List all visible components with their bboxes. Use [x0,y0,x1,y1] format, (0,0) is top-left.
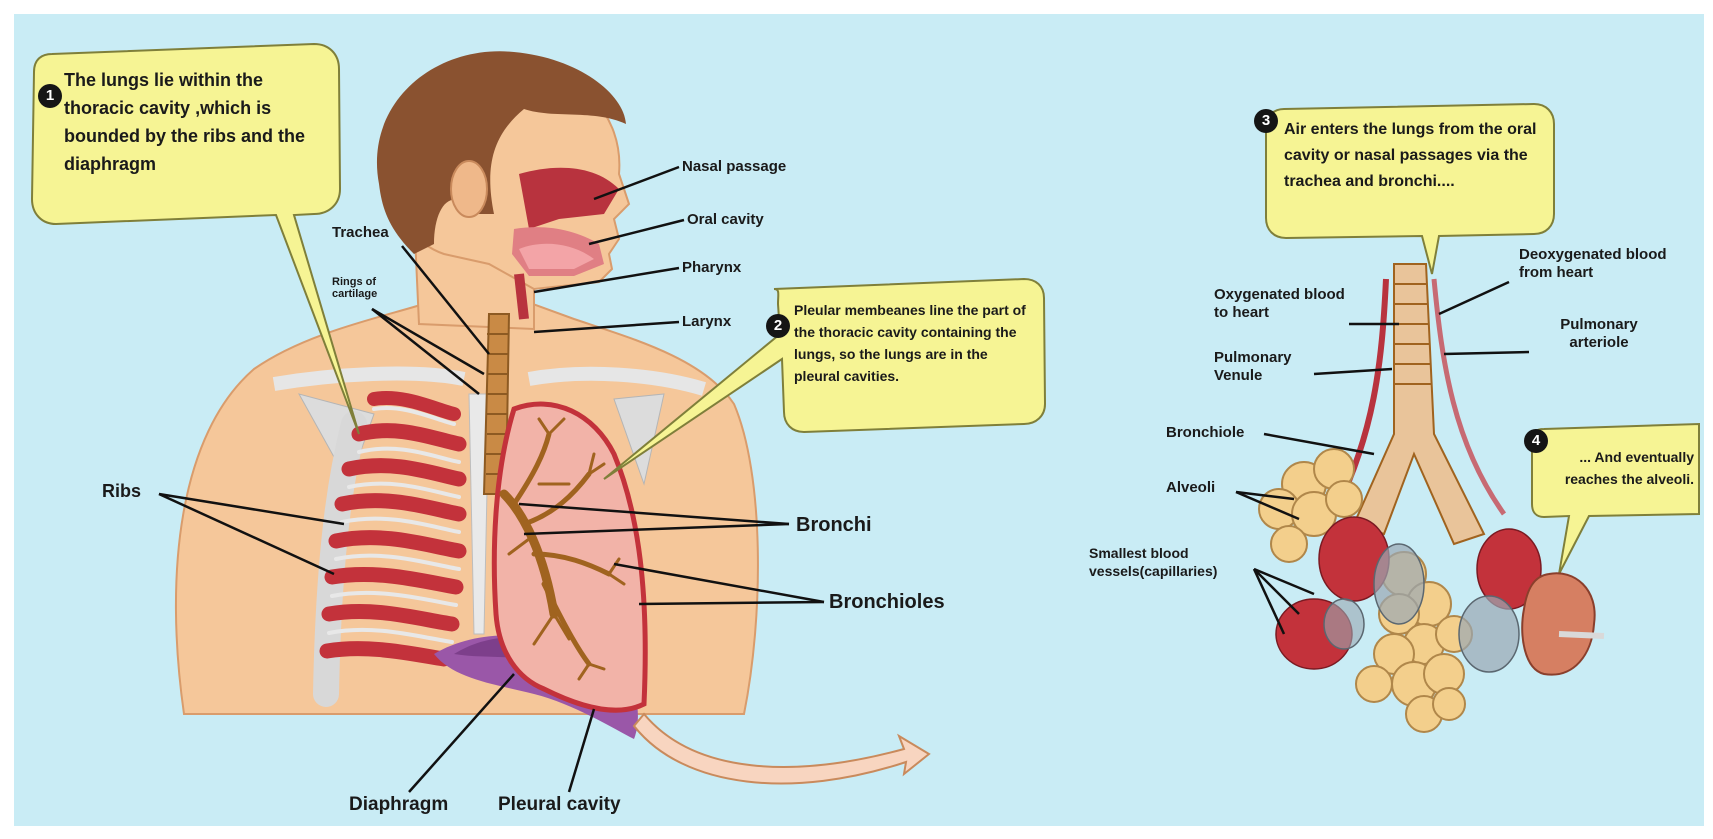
callout-1-text: The lungs lie within the thoracic cavity… [64,66,324,178]
callout-3-text: Air enters the lungs from the oral cavit… [1284,117,1544,195]
diagram-canvas: 1 2 3 4 The lungs lie within the thoraci… [14,14,1704,826]
label-pulmonary-venule: Pulmonary Venule [1214,349,1314,385]
label-pharynx: Pharynx [682,259,741,277]
label-diaphragm: Diaphragm [349,794,448,816]
callout-2-text: Pleular membeanes line the part of the t… [794,299,1034,387]
label-pleural-cavity: Pleural cavity [498,794,621,816]
label-trachea: Trachea [332,224,389,242]
label-deoxygenated: Deoxygenated blood from heart [1519,246,1669,282]
label-alveoli: Alveoli [1166,479,1215,497]
label-pulmonary-arteriole: Pulmonary arteriole [1539,316,1659,352]
callout-4-text: ... And eventually reaches the alveoli. [1554,446,1694,490]
label-bronchioles: Bronchioles [829,591,945,613]
label-bronchiole: Bronchiole [1166,424,1244,442]
label-rings-of-cartilage: Rings of cartilage [332,276,402,300]
callout-4-number: 4 [1524,429,1548,453]
callout-3-number: 3 [1254,109,1278,133]
flow-arrow [634,714,929,783]
callout-2-number: 2 [766,314,790,338]
label-larynx: Larynx [682,313,731,331]
label-ribs: Ribs [102,480,141,502]
callout-1-number: 1 [38,84,62,108]
alveolus-cutaway [1522,573,1594,674]
label-oxygenated: Oxygenated blood to heart [1214,286,1349,322]
label-bronchi: Bronchi [796,514,872,536]
label-oral-cavity: Oral cavity [687,211,764,229]
label-nasal-passage: Nasal passage [682,158,786,176]
label-capillaries: Smallest blood vessels(capillaries) [1089,544,1249,580]
